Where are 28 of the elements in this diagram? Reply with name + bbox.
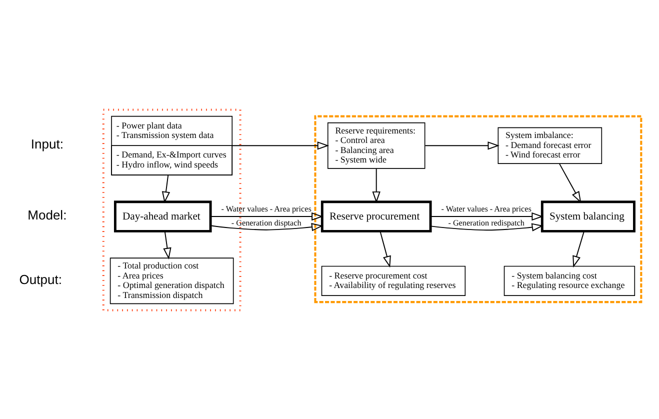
- arrow: [572, 230, 585, 268]
- node-box: - System balancing cost - Regulating resource exchange: [504, 265, 636, 296]
- label: Input:: [30, 136, 64, 152]
- arrow: [210, 212, 324, 220]
- arrow: [163, 230, 172, 260]
- arrow: [380, 230, 391, 268]
- edge-label: - Water values - Area prices: [221, 204, 312, 214]
- arrow: [210, 222, 324, 231]
- node-box: - Reserve procurement cost - Availability of regulating reserves: [321, 265, 466, 296]
- node-box: Reserve procurement: [320, 200, 432, 232]
- node-box: System imbalance: - Demand forecast error - Wind forecast error: [498, 126, 602, 164]
- cluster: [314, 114, 642, 303]
- label: Model:: [28, 207, 67, 222]
- node-box: - Total production cost - Area prices - Optimal generation dispatch - Transmission dispatch: [110, 257, 234, 304]
- arrow: [424, 141, 500, 150]
- arrow: [372, 168, 380, 203]
- arrow: [232, 141, 330, 150]
- node-box: System balancing: [540, 200, 636, 232]
- node-box: Reserve requirements: - Control area - Balancing area - System wide: [327, 122, 426, 168]
- edge-label: - Generation redispatch: [448, 218, 524, 227]
- arrow: [162, 174, 170, 203]
- edge-label: - Generation disptach: [231, 218, 302, 227]
- label: Output:: [19, 271, 62, 286]
- arrow: [558, 162, 582, 203]
- arrow: [430, 212, 544, 220]
- edge-label: - Water values - Area prices: [441, 204, 532, 214]
- arrow: [430, 222, 544, 231]
- node-box: Day-ahead market: [114, 200, 212, 232]
